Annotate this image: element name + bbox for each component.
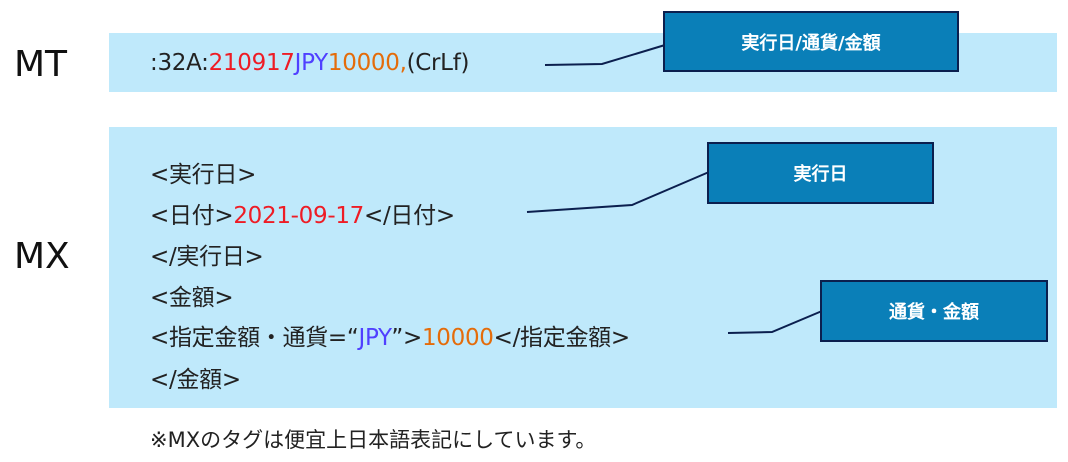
mx-date-close-tag: </日付> xyxy=(364,203,455,229)
footnote: ※MXのタグは便宜上日本語表記にしています。 xyxy=(150,428,597,452)
mt-label: MT xyxy=(14,44,68,85)
mt-amount: 10000, xyxy=(327,50,407,76)
callout-mx-date: 実行日 xyxy=(707,142,934,204)
mx-date: 2021-09-17 xyxy=(233,203,365,229)
mx-line-3: </実行日> xyxy=(150,244,264,270)
mx-line-2: <日付>2021-09-17</日付> xyxy=(150,196,455,230)
mx-amount-open-tag: <指定金額・通貨=“ xyxy=(150,325,359,351)
mt-field-32a: :32A:210917JPY10000,(CrLf) xyxy=(150,50,469,76)
mt-prefix: :32A: xyxy=(150,50,209,76)
mt-currency: JPY xyxy=(294,50,329,76)
mx-amount: 10000 xyxy=(421,325,494,351)
mx-amount-close-tag: </指定金額> xyxy=(493,325,631,351)
mx-date-open-tag: <日付> xyxy=(150,203,234,229)
mx-line-5: <指定金額・通貨=“JPY”>10000</指定金額> xyxy=(150,318,630,352)
mx-line-6: </金額> xyxy=(150,367,241,393)
mx-line-1: <実行日> xyxy=(150,162,257,188)
callout-mx-amount: 通貨・金額 xyxy=(820,280,1048,342)
mx-amount-mid: ”> xyxy=(391,325,422,351)
connector-mx-amount xyxy=(727,310,823,334)
mt-suffix: (CrLf) xyxy=(406,50,470,76)
mx-currency: JPY xyxy=(358,325,392,351)
mx-line-4: <金額> xyxy=(150,285,234,311)
callout-mt: 実行日/通貨/金額 xyxy=(663,11,959,72)
connector-mt xyxy=(544,44,666,66)
mt-date: 210917 xyxy=(208,50,295,76)
mx-label: MX xyxy=(14,236,70,277)
connector-mx-date xyxy=(526,171,710,213)
